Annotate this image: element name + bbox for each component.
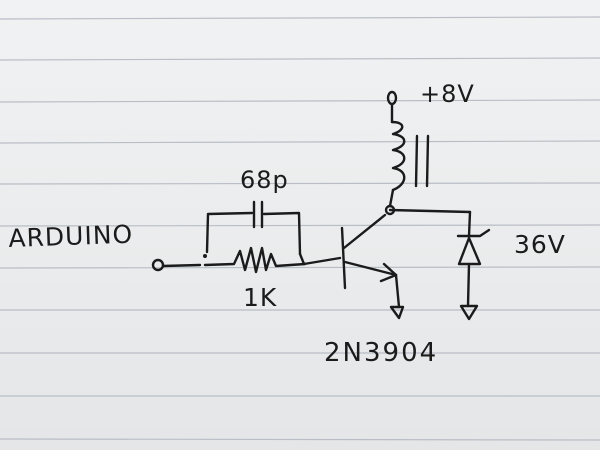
transistor-label: 2N3904: [324, 338, 439, 368]
resistor-label: 1K: [243, 283, 278, 312]
transistor-emitter: [343, 260, 398, 277]
input-terminal: [151, 258, 165, 272]
zener-top-wire: [388, 208, 472, 214]
supply-terminal: [386, 90, 398, 106]
capacitor-label: 68p: [240, 166, 289, 194]
zener-ground-wire: [466, 262, 471, 308]
relay-coil: [390, 120, 406, 192]
zener-bar: [456, 228, 491, 238]
zener-label: 36V: [514, 230, 566, 259]
input-label: ARDUINO: [7, 219, 134, 253]
rule-line: [0, 182, 600, 185]
ground-symbol: [389, 305, 405, 320]
emitter-ground-wire: [394, 273, 401, 309]
input-wire: [161, 263, 202, 268]
coil-lower-wire: [388, 188, 395, 208]
coil-core-line: [414, 134, 419, 188]
capacitor-right-wire: [262, 211, 302, 256]
transistor-collector: [342, 213, 387, 250]
rule-line: [0, 266, 600, 269]
rule-line: [0, 438, 600, 441]
coil-core-line: [425, 134, 430, 188]
resistor-zigzag: [203, 246, 307, 274]
rule-line: [0, 140, 600, 144]
rule-line: [0, 16, 600, 20]
zener-triangle: [457, 236, 482, 266]
base-wire: [298, 252, 342, 266]
rule-line: [0, 99, 600, 103]
capacitor-left-wire: [205, 211, 254, 254]
input-junction-dot: [203, 254, 207, 258]
rule-line: [0, 57, 600, 61]
zener-cathode-wire: [467, 210, 472, 238]
transistor-base-bar: [340, 226, 347, 290]
supply-label: +8V: [420, 80, 475, 108]
ground-symbol: [459, 304, 479, 321]
